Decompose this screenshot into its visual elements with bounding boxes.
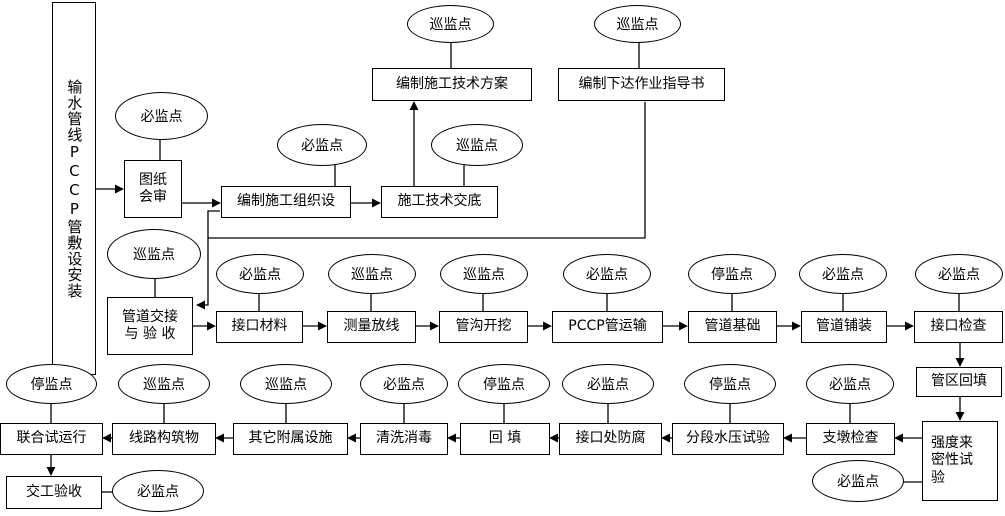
node-label: 支墩检查	[822, 430, 879, 447]
node-acceptance: 管道交接 与 验 收	[107, 297, 193, 355]
must-point-oval: 必监点	[563, 254, 651, 294]
patrol-point-oval: 巡监点	[440, 254, 528, 294]
oval-label: 必监点	[239, 267, 281, 283]
stop-point-oval: 停监点	[458, 364, 550, 404]
oval-label: 必监点	[587, 377, 629, 393]
node-label: 接口材料	[231, 318, 288, 335]
node-label: 管道铺装	[816, 318, 872, 335]
oval-label: 停监点	[483, 377, 525, 393]
node-label: 接口检查	[930, 318, 987, 335]
must-point-oval: 必监点	[806, 364, 894, 404]
patrol-point-oval: 巡监点	[240, 364, 332, 404]
patrol-point-oval: 巡监点	[107, 229, 201, 279]
node-zone-backfill: 管区回填	[916, 367, 1002, 397]
node-label: 其它附属设施	[248, 430, 333, 447]
node-buttress-check: 支墩检查	[806, 423, 895, 455]
oval-label: 巡监点	[351, 267, 393, 283]
node-label: 交工验收	[26, 483, 82, 500]
node-handover: 交工验收	[6, 476, 102, 509]
must-point-oval: 必监点	[799, 254, 887, 294]
node-label: 管道交接 与 验 收	[122, 308, 178, 343]
node-label: 接口处防腐	[575, 430, 646, 447]
node-label: 清洗消毒	[376, 430, 432, 447]
oval-label: 停监点	[30, 377, 73, 393]
node-label: 测量放线	[343, 318, 400, 335]
node-survey: 测量放线	[327, 311, 416, 343]
oval-label: 巡监点	[456, 138, 498, 154]
node-tech-disclosure: 施工技术交底	[381, 186, 498, 218]
oval-label: 巡监点	[133, 247, 175, 263]
node-pccp-transport: PCCP管运输	[552, 311, 663, 343]
node-tech-plan: 编制施工技术方案	[372, 68, 532, 101]
node-laying: 管道铺装	[801, 311, 887, 343]
node-label: 联合试运行	[16, 430, 87, 447]
must-point-oval: 必监点	[360, 364, 448, 404]
title-text: 输水管线PCCP管敷设安装	[65, 78, 84, 299]
node-drawing-review: 图纸 会审	[124, 160, 182, 218]
node-segment-test: 分段水压试验	[672, 423, 784, 455]
node-flush: 清洗消毒	[360, 423, 448, 455]
node-ancillary: 其它附属设施	[233, 423, 348, 455]
node-org-design: 编制施工组织设	[221, 186, 351, 218]
oval-label: 必监点	[586, 267, 628, 283]
oval-label: 巡监点	[143, 377, 185, 393]
stop-point-oval: 停监点	[684, 364, 776, 404]
oval-label: 巡监点	[463, 267, 505, 283]
oval-label: 必监点	[822, 267, 864, 283]
node-strength-test: 强度来 密性试 验	[922, 421, 998, 501]
oval-label: 必监点	[837, 474, 879, 490]
patrol-point-oval: 巡监点	[594, 5, 681, 43]
node-foundation: 管道基础	[688, 311, 777, 343]
must-point-oval: 必监点	[112, 470, 204, 512]
must-point-oval: 必监点	[277, 124, 367, 166]
must-point-oval: 必监点	[115, 92, 208, 140]
node-backfill: 回 填	[460, 423, 550, 455]
oval-label: 必监点	[829, 377, 871, 393]
patrol-point-oval: 巡监点	[407, 5, 494, 43]
oval-label: 巡监点	[265, 377, 307, 393]
node-work-guide: 编制下达作业指导书	[558, 68, 725, 101]
node-label: 图纸 会审	[139, 171, 167, 206]
oval-label: 必监点	[137, 484, 179, 500]
node-joint-check: 接口检查	[914, 311, 1003, 343]
stop-point-oval: 停监点	[688, 254, 776, 294]
must-point-oval: 必监点	[812, 460, 904, 502]
node-trench: 管沟开挖	[439, 311, 528, 343]
node-label: 编制施工组织设	[237, 193, 335, 210]
oval-label: 停监点	[709, 377, 751, 393]
node-joint-trial: 联合试运行	[0, 423, 103, 455]
node-label: 强度来 密性试 验	[931, 434, 973, 486]
node-label: 回 填	[488, 430, 522, 447]
node-label: 线路构筑物	[129, 430, 199, 447]
must-point-oval: 必监点	[915, 254, 1003, 294]
node-label: PCCP管运输	[568, 318, 647, 335]
oval-label: 必监点	[938, 267, 980, 283]
node-joint-anticorrosion: 接口处防腐	[559, 423, 662, 455]
node-label: 管沟开挖	[455, 318, 512, 335]
must-point-oval: 必监点	[562, 364, 654, 404]
patrol-point-oval: 巡监点	[118, 364, 210, 404]
patrol-point-oval: 巡监点	[431, 124, 523, 166]
node-label: 管道基础	[704, 318, 761, 335]
oval-label: 必监点	[383, 377, 425, 393]
oval-label: 必监点	[140, 109, 183, 125]
node-label: 分段水压试验	[686, 430, 770, 447]
oval-label: 停监点	[711, 267, 753, 283]
title-box: 输水管线PCCP管敷设安装	[52, 2, 96, 375]
node-label: 编制下达作业指导书	[578, 75, 705, 92]
stop-point-oval: 停监点	[6, 364, 97, 404]
node-line-structures: 线路构筑物	[112, 423, 216, 455]
node-label: 管区回填	[931, 373, 987, 390]
oval-label: 巡监点	[429, 17, 472, 33]
must-point-oval: 必监点	[216, 254, 304, 294]
node-label: 编制施工技术方案	[396, 75, 508, 92]
patrol-point-oval: 巡监点	[328, 254, 416, 294]
oval-label: 巡监点	[616, 17, 659, 33]
oval-label: 必监点	[301, 138, 343, 154]
node-joint-material: 接口材料	[216, 311, 303, 343]
node-label: 施工技术交底	[397, 193, 482, 210]
